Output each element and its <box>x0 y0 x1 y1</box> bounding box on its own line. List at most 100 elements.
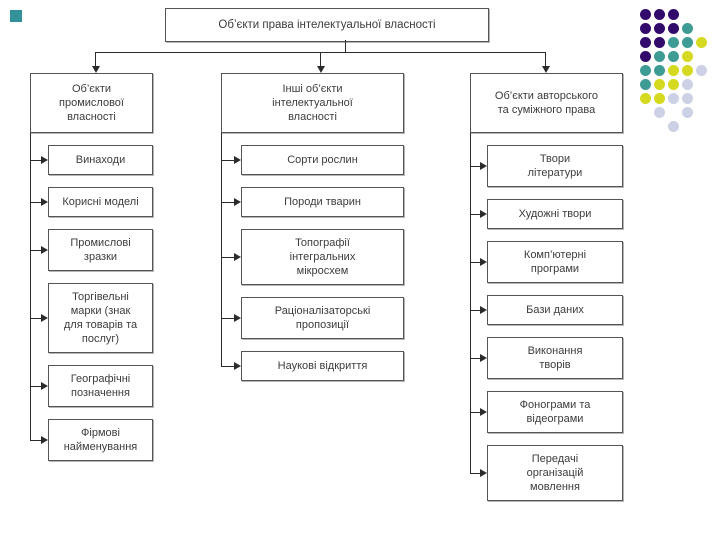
connector-branch <box>221 366 235 367</box>
dot <box>668 93 679 104</box>
dot <box>654 79 665 90</box>
dot <box>654 37 665 48</box>
dot <box>640 79 651 90</box>
arrow-right-icon <box>41 246 48 254</box>
arrow-right-icon <box>41 314 48 322</box>
arrow-right-icon <box>480 258 487 266</box>
arrow-right-icon <box>41 198 48 206</box>
diagram-node: Винаходи <box>48 145 153 175</box>
dot <box>668 65 679 76</box>
connector-spine <box>221 133 222 367</box>
arrow-down-icon <box>91 66 100 73</box>
dot <box>668 51 679 62</box>
connector-branch <box>470 358 481 359</box>
connector-branch <box>221 202 235 203</box>
diagram-root-node: Об’єкти права інтелектуальної власності <box>165 8 489 42</box>
dot <box>668 9 679 20</box>
connector-drop-col1 <box>95 52 96 66</box>
dot <box>654 65 665 76</box>
arrow-right-icon <box>234 362 241 370</box>
arrow-right-icon <box>480 306 487 314</box>
dot <box>668 37 679 48</box>
diagram-node: Фонограми та відеограми <box>487 391 623 433</box>
dot <box>640 9 651 20</box>
arrow-right-icon <box>234 156 241 164</box>
dot <box>696 65 707 76</box>
diagram-node: Наукові відкриття <box>241 351 404 381</box>
dot <box>668 121 679 132</box>
dot <box>654 93 665 104</box>
connector-drop-col2 <box>320 52 321 66</box>
diagram-node: Породи тварин <box>241 187 404 217</box>
arrow-right-icon <box>234 314 241 322</box>
diagram-root-label: Об’єкти права інтелектуальної власності <box>218 19 436 31</box>
arrow-right-icon <box>234 253 241 261</box>
column-header-node: Об’єкти промислової власності <box>30 73 153 133</box>
diagram-node: Топографії інтегральних мікросхем <box>241 229 404 285</box>
dot <box>682 65 693 76</box>
arrow-right-icon <box>480 162 487 170</box>
connector-branch <box>221 160 235 161</box>
dot <box>640 37 651 48</box>
arrow-right-icon <box>480 408 487 416</box>
connector-branch <box>30 202 42 203</box>
connector-branch <box>221 257 235 258</box>
connector-branch <box>30 440 42 441</box>
arrow-right-icon <box>480 469 487 477</box>
dot <box>640 93 651 104</box>
diagram-node: Раціоналізаторські пропозиції <box>241 297 404 339</box>
diagram-node: Художні твори <box>487 199 623 229</box>
connector-branch <box>30 160 42 161</box>
diagram-node: Комп’ютерні програми <box>487 241 623 283</box>
column-header-node: Інші об’єкти інтелектуальної власності <box>221 73 404 133</box>
connector-branch <box>30 386 42 387</box>
connector-branch <box>470 310 481 311</box>
arrow-right-icon <box>480 210 487 218</box>
dot <box>682 79 693 90</box>
diagram-node: Твори літератури <box>487 145 623 187</box>
dot <box>682 93 693 104</box>
dot <box>640 23 651 34</box>
diagram-node: Географічні позначення <box>48 365 153 407</box>
diagram-node: Сорти рослин <box>241 145 404 175</box>
diagram-node: Передачі організацій мовлення <box>487 445 623 501</box>
accent-square <box>10 10 22 22</box>
arrow-down-icon <box>316 66 325 73</box>
arrow-right-icon <box>41 382 48 390</box>
dot <box>668 23 679 34</box>
dot <box>654 51 665 62</box>
dot <box>682 37 693 48</box>
arrow-right-icon <box>480 354 487 362</box>
connector-branch <box>470 473 481 474</box>
dot <box>682 23 693 34</box>
arrow-down-icon <box>541 66 550 73</box>
dot <box>640 65 651 76</box>
arrow-right-icon <box>234 198 241 206</box>
connector-branch <box>470 262 481 263</box>
diagram-node: Корисні моделі <box>48 187 153 217</box>
diagram-node: Торгівельні марки (знак для товарів та п… <box>48 283 153 353</box>
connector-branch <box>470 412 481 413</box>
arrow-right-icon <box>41 436 48 444</box>
dot <box>654 9 665 20</box>
dot <box>668 79 679 90</box>
connector-spine <box>470 133 471 474</box>
connector-branch <box>470 214 481 215</box>
dot <box>654 23 665 34</box>
diagram-node: Виконання творів <box>487 337 623 379</box>
connector-drop-col3 <box>545 52 546 66</box>
connector-branch <box>30 250 42 251</box>
arrow-right-icon <box>41 156 48 164</box>
diagram-node: Бази даних <box>487 295 623 325</box>
dot <box>682 107 693 118</box>
diagram-node: Фірмові найменування <box>48 419 153 461</box>
connector-branch <box>30 318 42 319</box>
column-header-node: Об’єкти авторського та суміжного права <box>470 73 623 133</box>
connector-branch <box>221 318 235 319</box>
connector-root-drop <box>345 40 346 53</box>
connector-spine <box>30 133 31 441</box>
dot <box>640 51 651 62</box>
